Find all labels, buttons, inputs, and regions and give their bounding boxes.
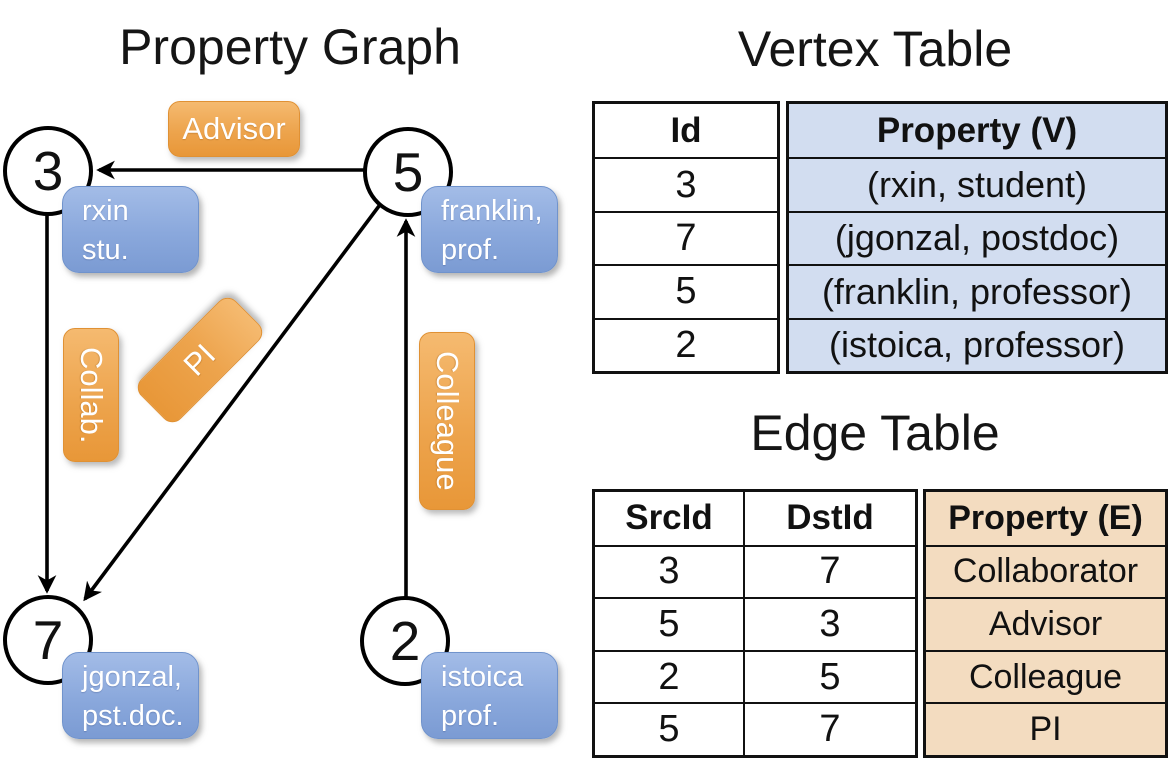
edge-table-cell: 7 [743,702,915,755]
vertex-label-istoica: istoica prof. [421,652,558,739]
vertex-label-line: franklin, [441,195,543,227]
edge-table-cell: 5 [595,597,743,650]
vertex-table-id-column: Id 3 7 5 2 [592,101,780,374]
vertex-table-cell: 7 [595,210,777,264]
edge-label-pi-text: PI [176,336,223,383]
edge-table-cell: Advisor [926,597,1165,650]
vertex-circle-2: 2 [360,596,450,686]
vertex-table-header-property: Property (V) [876,110,1078,150]
edge-table-cell: 2 [595,649,743,703]
vertex-label-line: prof. [441,700,500,732]
vertex-label-line: jgonzal, [82,661,182,693]
vertex-table-cell: (jgonzal, postdoc) [789,210,1165,264]
vertex-table-cell: (istoica, professor) [789,317,1165,371]
vertex-table-property-column: Property (V) (rxin, student) (jgonzal, p… [786,101,1168,374]
vertex-table-cell: 5 [595,264,777,317]
edge-label-colleague-text: Colleague [430,351,465,491]
edge-table-header-srcid: SrcId [625,498,713,538]
vertex-label-line: istoica [441,661,524,693]
edge-table-header-dstid: DstId [743,492,915,545]
edge-label-colleague: Colleague [419,332,475,510]
edge-table-cell: 3 [595,544,743,598]
vertex-label-line: stu. [82,234,129,266]
vertex-label-rxin: rxin stu. [62,186,199,273]
vertex-table-title: Vertex Table [737,21,1013,77]
vertex-label-jgonzal: jgonzal, pst.doc. [62,652,199,739]
edge-table-header-property: Property (E) [948,498,1143,537]
edge-label-advisor: Advisor [168,101,300,157]
vertex-table-cell: 3 [595,157,777,210]
edge-table-cell: Collaborator [926,544,1165,598]
vertex-table-cell: (franklin, professor) [789,264,1165,317]
edge-table-cell: 7 [743,544,915,598]
edge-label-collab: Collab. [63,328,119,462]
vertex-label-line: pst.doc. [82,700,184,732]
vertex-table-cell: (rxin, student) [789,157,1165,210]
edge-pi-arrow [83,204,381,602]
property-graph-title: Property Graph [119,19,461,75]
vertex-label-line: prof. [441,234,500,266]
vertex-table-header-id: Id [670,110,702,150]
vertex-label-line: rxin [82,195,129,227]
vertex-label-franklin: franklin, prof. [421,186,558,273]
edge-table-id-columns: SrcId DstId 3 7 5 3 2 5 5 7 [592,489,918,758]
edge-table-property-column: Property (E) Collaborator Advisor Collea… [923,489,1168,758]
edge-table-title: Edge Table [750,405,1000,461]
edge-table-cell: Colleague [926,649,1165,703]
edge-table-cell: PI [926,702,1165,755]
vertex-circle-5: 5 [363,127,453,217]
edge-table-cell: 3 [743,597,915,650]
edge-label-collab-text: Collab. [74,346,109,444]
vertex-table-cell: 2 [595,317,777,371]
graph-edges [37,160,416,602]
edge-label-advisor-text: Advisor [182,111,286,146]
edge-table-cell: 5 [595,702,743,755]
edge-table-cell: 5 [743,649,915,703]
